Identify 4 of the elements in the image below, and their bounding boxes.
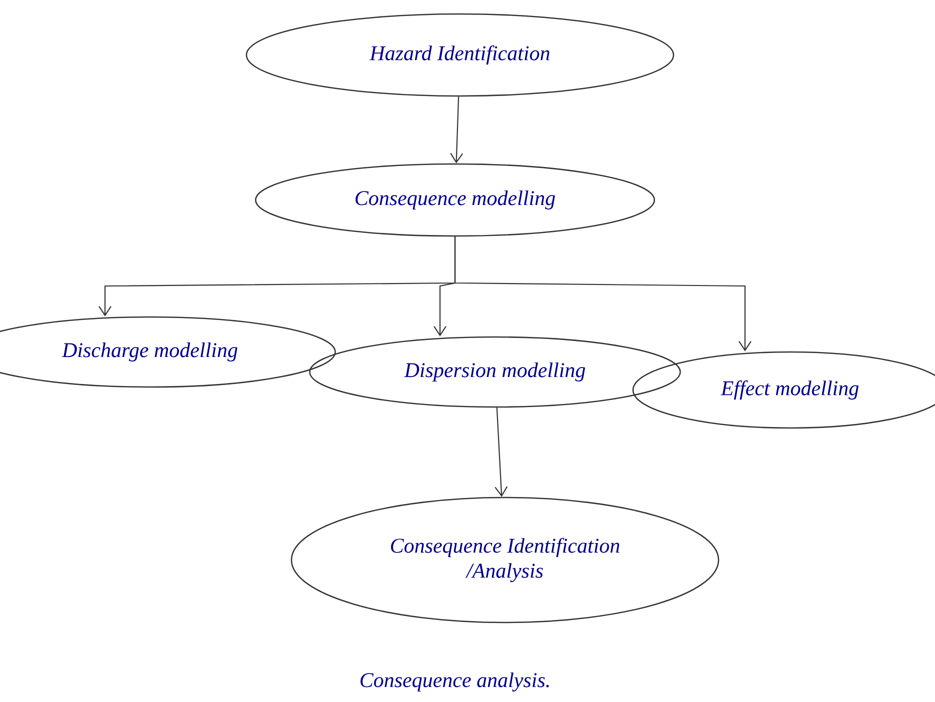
- caption: Consequence analysis.: [360, 672, 549, 692]
- arrow: [450, 96, 464, 164]
- arrow: [454, 236, 752, 352]
- arrow: [494, 408, 508, 497]
